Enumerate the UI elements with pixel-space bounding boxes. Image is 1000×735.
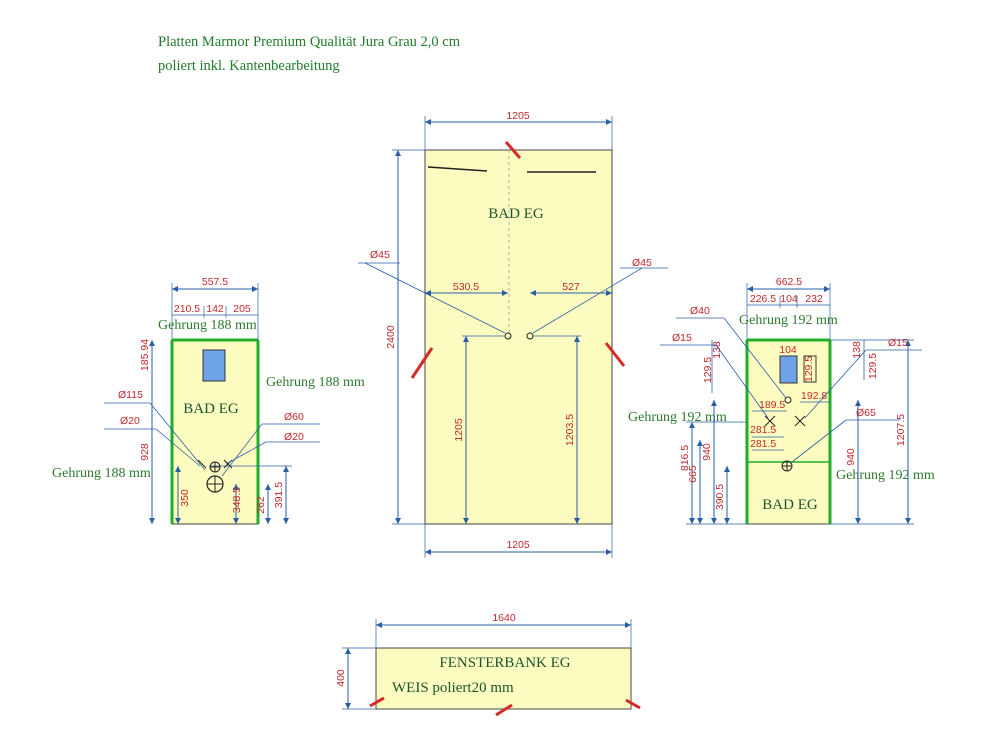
leader: [791, 419, 847, 463]
right-d1928: 192.8: [801, 390, 827, 402]
right-d940a: 940: [701, 443, 713, 461]
leader: [221, 423, 263, 477]
center-panel: 1205 1205 2400 530.5 527 Ø45 Ø45 1205 12…: [358, 110, 668, 558]
left-gehrung-right: Gehrung 188 mm: [266, 375, 365, 390]
leader: [225, 441, 267, 465]
left-d3915: 391.5: [273, 482, 285, 508]
right-seg3: 232: [805, 293, 823, 305]
bottom-panel-body: [375, 647, 632, 710]
center-hole-left-label: Ø45: [370, 249, 390, 261]
center-scratch-left: [427, 166, 488, 172]
right-panel: 662.5 226.5 104 232 Gehrung 192 mm Gehru…: [628, 276, 935, 525]
right-d2815b: 281.5: [750, 438, 776, 450]
left-panel: 557.5 210.5 142 205 Gehrung 188 mm Gehru…: [52, 276, 365, 525]
left-d20a: Ø20: [120, 415, 140, 427]
bottom-width: 1640: [492, 612, 516, 624]
header-line-2: poliert inkl. Kantenbearbeitung: [158, 58, 340, 74]
right-d40: Ø40: [690, 305, 710, 317]
header-line-1: Platten Marmor Premium Qualität Jura Gra…: [158, 34, 461, 50]
center-right-height: 1203.5: [564, 414, 576, 446]
right-d2815a: 281.5: [750, 424, 776, 436]
right-seg2: 104: [780, 293, 798, 305]
center-bottom-width: 1205: [506, 539, 530, 551]
right-gehrung-left: Gehrung 192 mm: [628, 410, 727, 425]
right-gehrung-right: Gehrung 192 mm: [836, 468, 935, 483]
center-left-offset: 530.5: [453, 281, 479, 293]
right-d15b: Ø15: [888, 337, 908, 349]
left-d115: Ø115: [118, 389, 143, 401]
center-right-offset: 527: [562, 281, 580, 293]
cut-mark: [410, 347, 434, 379]
left-seg2: 142: [206, 303, 224, 315]
left-seg3: 205: [233, 303, 251, 315]
right-d940b: 940: [845, 448, 857, 466]
leader: [155, 428, 201, 467]
right-d3905: 390.5: [714, 484, 726, 510]
left-gehrung-left: Gehrung 188 mm: [52, 466, 151, 481]
leader: [364, 262, 506, 334]
leader: [804, 349, 867, 419]
cross: [794, 415, 806, 427]
bottom-panel-subtitle: WEIS poliert20 mm: [392, 680, 514, 696]
left-d3485: 348.5: [231, 487, 243, 513]
right-d1895: 189.5: [759, 399, 785, 411]
center-hole-right-label: Ø45: [632, 257, 652, 269]
bottom-panel-title: FENSTERBANK EG: [439, 655, 570, 671]
right-d15a: Ø15: [672, 332, 692, 344]
left-d262: 262: [255, 496, 267, 514]
right-d8165: 816.5: [679, 445, 691, 471]
center-left-height: 1205: [453, 418, 465, 442]
cut-mark: [369, 696, 385, 708]
right-d65: Ø65: [856, 407, 876, 419]
left-d20b: Ø20: [284, 431, 304, 443]
right-inner-104: 104: [779, 344, 797, 356]
left-seg1: 210.5: [174, 303, 200, 315]
left-d928: 928: [139, 443, 151, 461]
left-gehrung-top: Gehrung 188 mm: [158, 318, 257, 333]
bottom-panel: 1640 400 FENSTERBANK EG WEIS poliert20 m…: [335, 612, 641, 717]
left-d350: 350: [179, 489, 191, 507]
leader: [149, 402, 206, 471]
cross: [197, 459, 207, 469]
cut-mark: [504, 141, 522, 159]
right-gehrung-top: Gehrung 192 mm: [739, 313, 838, 328]
leader: [715, 344, 769, 419]
left-top-width: 557.5: [202, 276, 228, 288]
cross: [764, 415, 776, 427]
right-d12075: 1207.5: [895, 414, 907, 446]
left-dtop: 185.94: [139, 339, 151, 371]
right-d1295c: 129.5: [867, 353, 879, 379]
leader: [723, 317, 787, 399]
right-d665: 665: [687, 465, 699, 483]
center-height: 2400: [385, 325, 397, 349]
right-cutout-small: [803, 355, 817, 383]
right-d138a: 138: [711, 341, 723, 359]
right-panel-label: BAD EG: [762, 497, 818, 513]
right-seg1: 226.5: [750, 293, 776, 305]
cut-mark: [495, 703, 513, 717]
right-top-width: 662.5: [776, 276, 802, 288]
cut-mark: [604, 342, 626, 367]
cut-mark: [625, 698, 641, 710]
center-panel-body: [424, 149, 613, 525]
center-panel-label: BAD EG: [488, 206, 544, 222]
right-d1295a: 129.5: [702, 357, 714, 383]
left-panel-label: BAD EG: [183, 401, 239, 417]
right-d138b: 138: [851, 341, 863, 359]
right-hole-40: [784, 396, 792, 404]
right-sink-cutout: [779, 355, 798, 384]
bottom-height: 400: [335, 669, 347, 687]
leader: [532, 267, 643, 334]
right-d1295b: 129.5: [803, 356, 815, 382]
center-top-width: 1205: [506, 110, 530, 122]
left-sink-cutout: [202, 349, 226, 382]
left-d60: Ø60: [284, 411, 304, 423]
